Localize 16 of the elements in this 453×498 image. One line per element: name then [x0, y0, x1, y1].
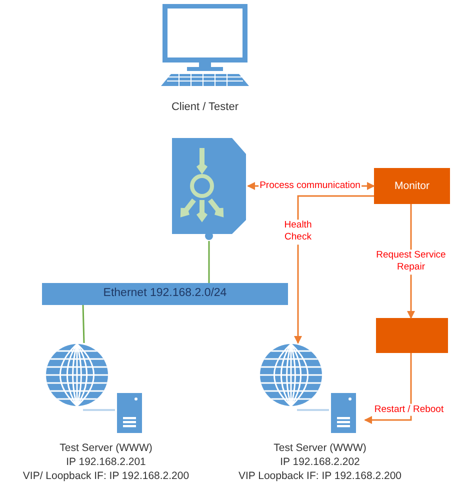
arrow: [364, 353, 412, 424]
server-label: Test Server (WWW): [60, 441, 152, 456]
arrow: [294, 195, 374, 344]
network-bar: Ethernet 192.168.2.0/24: [42, 283, 288, 305]
server-label: VIP/ Loopback IF: IP 192.168.2.200: [22, 469, 190, 484]
process-box: Monitor: [374, 168, 450, 204]
connector-line: [82, 304, 85, 344]
edge-label: Request Service Repair: [375, 250, 447, 274]
connector-line: [208, 241, 210, 283]
server-label: VIP Loopback IF: IP 192.168.2.200: [238, 469, 402, 484]
server-label: IP 192.168.2.202: [280, 455, 360, 470]
edge-label: Restart / Reboot: [373, 404, 445, 416]
process-box: [376, 318, 448, 353]
server-label: IP 192.168.2.201: [66, 455, 146, 470]
computer-label: Client / Tester: [171, 100, 239, 115]
server-label: Test Server (WWW): [274, 441, 366, 456]
